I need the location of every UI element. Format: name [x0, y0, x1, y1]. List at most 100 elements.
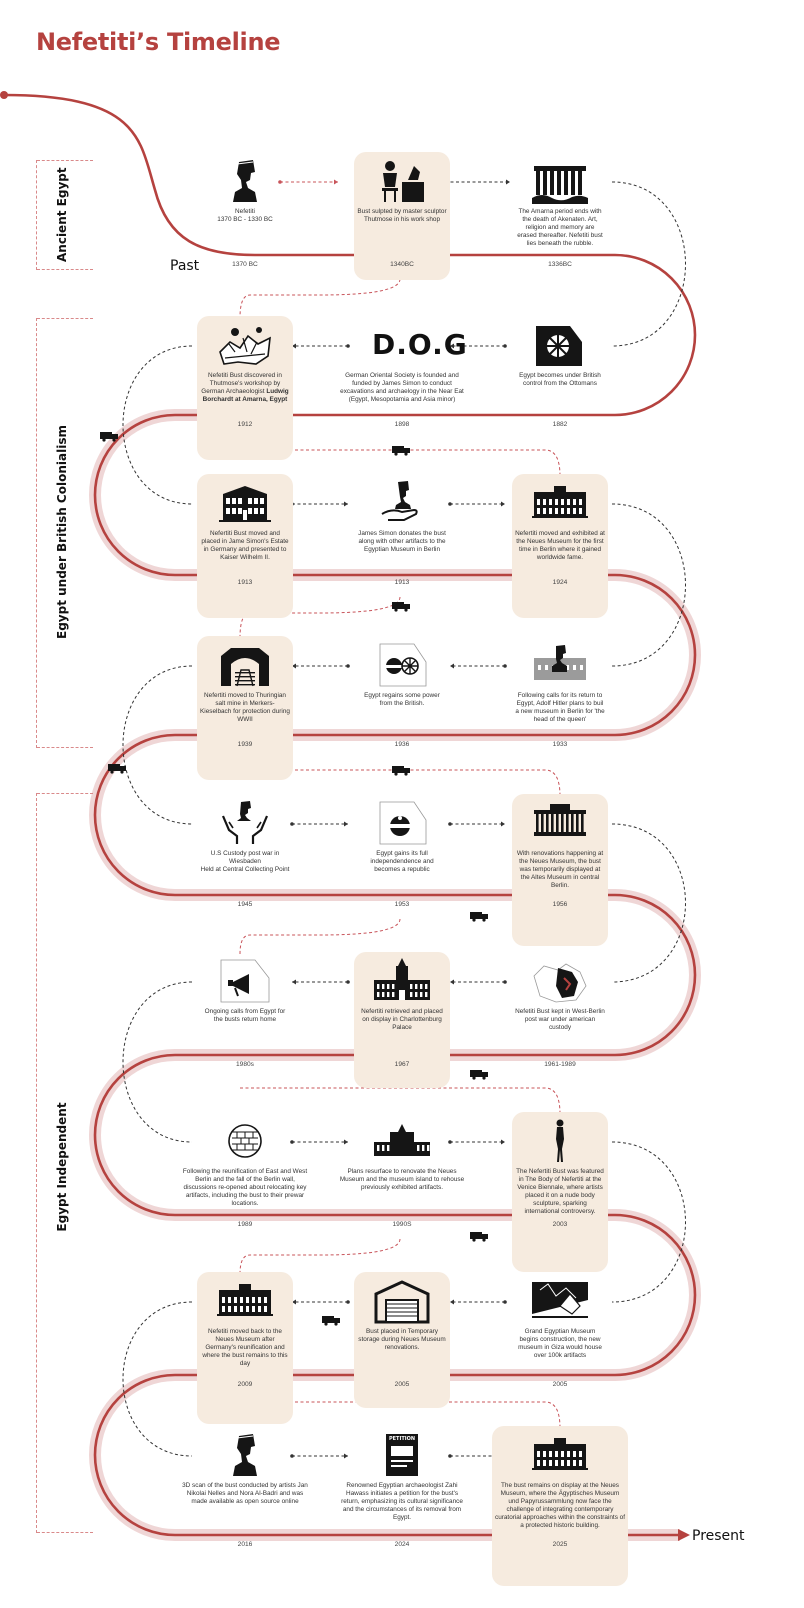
connector-dot	[448, 822, 452, 826]
timeline-event: Nefertiti retrieved and placed on displa…	[354, 952, 450, 1088]
event-description: Following calls for its return to Egypt,…	[515, 692, 605, 723]
nude-sculpture-icon	[530, 1118, 590, 1164]
event-year: 2005	[552, 1381, 568, 1388]
event-year: 1939	[237, 741, 253, 748]
nefertiti-bust-icon	[215, 158, 275, 204]
timeline-event: With renovations happening at the Neues …	[512, 794, 608, 946]
event-description: Egypt regains some power from the Britis…	[364, 692, 440, 707]
connector-dot	[278, 180, 282, 184]
connector-row-link	[611, 503, 686, 667]
event-year: 1336BC	[548, 261, 572, 268]
event-description: Nefetiti Bust kept in West-Berlin post w…	[515, 1008, 605, 1031]
event-year: 1340BC	[390, 261, 414, 268]
event-year: 2016	[237, 1541, 253, 1548]
connector-arrow	[450, 343, 454, 349]
connector-row-link	[240, 769, 561, 797]
altes-museum-icon	[530, 800, 590, 846]
event-year: 1953	[394, 901, 410, 908]
event-description: Renowned Egyptian archaeologist Zahi Haw…	[341, 1482, 463, 1521]
event-year: 1933	[552, 741, 568, 748]
sculptor-icon	[372, 158, 432, 204]
connector-row-link	[122, 345, 193, 505]
truck-icon	[470, 912, 488, 922]
connector-dot	[503, 664, 507, 668]
connector-arrow	[450, 979, 454, 985]
event-year: 1898	[394, 421, 410, 428]
event-description: German Oriental Society is founded and f…	[340, 372, 464, 403]
event-description: Nefetiti moved back to the Neues Museum …	[202, 1328, 288, 1367]
event-year: 2005	[394, 1381, 410, 1388]
connector-arrow	[501, 1139, 505, 1145]
temple-ruins-icon	[530, 158, 590, 204]
neues-museum-icon	[215, 1278, 275, 1324]
connector-dot	[503, 980, 507, 984]
event-description: Nefertiti Bust moved and placed in Jame …	[201, 530, 289, 561]
connector-dot	[346, 344, 350, 348]
timeline-path	[3, 93, 697, 1537]
timeline-event: Egypt regains some power from the Britis…	[357, 642, 447, 748]
event-year: 1913	[394, 579, 410, 586]
connector-row-link	[239, 1238, 401, 1275]
timeline-event: Bust sulpted by master sculptor Thutmose…	[354, 152, 450, 280]
event-year: 2025	[552, 1541, 568, 1548]
connector-arrow	[450, 1299, 454, 1305]
timeline-event: Nefertiti moved to Thuringian salt mine …	[197, 636, 293, 780]
connector-row-link	[611, 181, 686, 347]
event-description: James Simon donates the bust along with …	[358, 530, 446, 553]
event-description: Nefetiti Bust discovered in Thutmose's w…	[201, 372, 289, 403]
event-year: 2009	[237, 1381, 253, 1388]
storage-warehouse-icon	[372, 1278, 432, 1324]
event-year: 1936	[394, 741, 410, 748]
event-description: U.S Custody post war in Wiesbaden Held a…	[200, 850, 290, 873]
salt-mine-icon	[215, 642, 275, 688]
event-year: 1990S	[392, 1221, 412, 1228]
truck-icon	[392, 602, 410, 612]
event-description: Nefertiti moved and exhibited at the Neu…	[515, 530, 605, 561]
charlottenburg-palace-icon	[372, 958, 432, 1004]
museum-bust-faded-icon	[530, 642, 590, 688]
connector-row-link	[240, 1401, 561, 1429]
connector-arrow	[501, 821, 505, 827]
timeline-event: Nefetiti Bust kept in West-Berlin post w…	[515, 958, 605, 1068]
connector-dot	[290, 1140, 294, 1144]
timeline-event: Following calls for its return to Egypt,…	[515, 642, 605, 748]
egypt-map-republic-icon	[372, 800, 432, 846]
timeline-event: PETITION Renowned Egyptian archaeologist…	[337, 1432, 467, 1548]
timeline-event: Grand Egyptian Museum begins constructio…	[515, 1278, 605, 1388]
timeline-event: D.O.G German Oriental Society is founded …	[337, 322, 468, 428]
neues-museum-icon	[530, 1432, 590, 1478]
excavation-rubble-icon	[215, 322, 275, 368]
estate-house-icon	[215, 480, 275, 526]
timeline-event: 3D scan of the bust conducted by artists…	[180, 1432, 310, 1548]
connector-row-link	[239, 596, 401, 639]
past-label: Past	[170, 258, 200, 274]
event-year: 2003	[552, 1221, 568, 1228]
truck-icon	[108, 764, 126, 774]
present-label: Present	[692, 1528, 745, 1544]
truck-icon	[470, 1232, 488, 1242]
event-year: 1924	[552, 579, 568, 586]
svg-text:PETITION: PETITION	[389, 1436, 415, 1442]
connector-row-link	[611, 1141, 686, 1303]
egypt-map-flags-icon	[372, 642, 432, 688]
nefertiti-bust-icon	[215, 1432, 275, 1478]
event-description: Nefertiti retrieved and placed on displa…	[361, 1008, 443, 1031]
timeline-event: Plans resurface to renovate the Neues Mu…	[337, 1118, 467, 1228]
event-year: 1882	[552, 421, 568, 428]
event-year: 2024	[394, 1541, 410, 1548]
era-bracket-ancient	[36, 160, 93, 270]
connector-arrow	[344, 1139, 348, 1145]
connector-arrow	[334, 179, 338, 185]
event-year: 1912	[237, 421, 253, 428]
dog-logo-icon: D.O.G	[372, 328, 468, 361]
connector-dot	[346, 664, 350, 668]
connector-row-link	[239, 278, 401, 319]
timeline-end-arrow	[678, 1529, 690, 1541]
event-description: The Amarna period ends with the death of…	[517, 208, 603, 247]
event-description: With renovations happening at the Neues …	[516, 850, 604, 889]
hand-donating-bust-icon	[372, 480, 432, 526]
timeline-event: Egypt gains its full independendence and…	[357, 800, 447, 908]
event-description: Grand Egyptian Museum begins constructio…	[518, 1328, 602, 1359]
connector-dot	[290, 1454, 294, 1458]
